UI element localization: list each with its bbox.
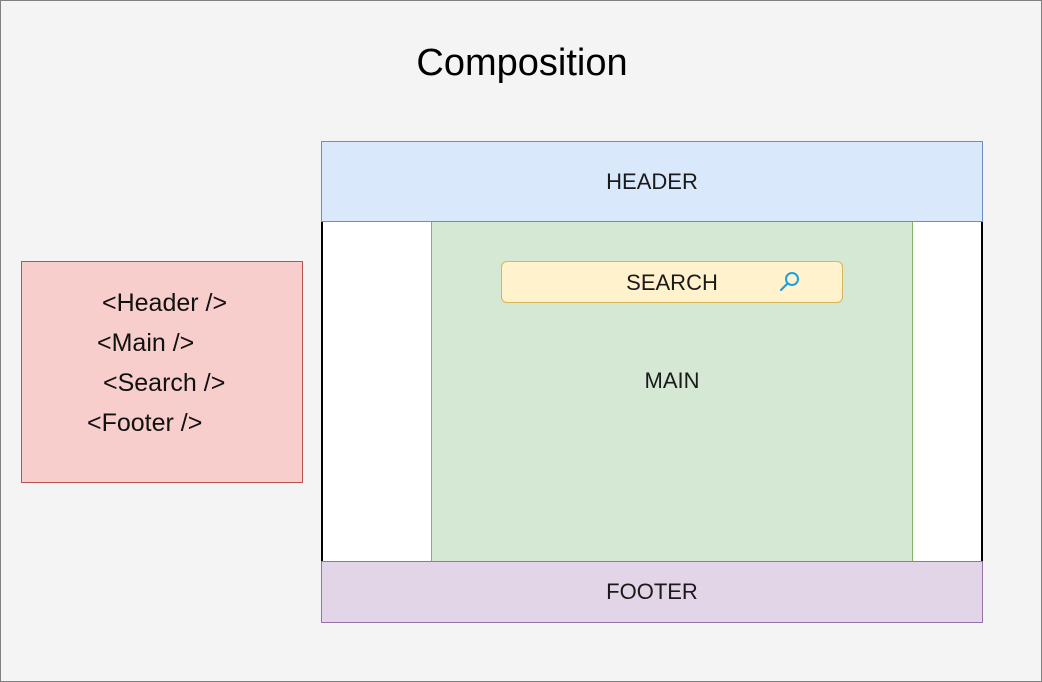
- footer-label: FOOTER: [606, 579, 698, 604]
- search-label: SEARCH: [626, 270, 718, 295]
- search-region: SEARCH: [501, 261, 843, 303]
- header-region: HEADER: [321, 141, 983, 222]
- main-label: MAIN: [644, 368, 700, 393]
- footer-region: FOOTER: [321, 561, 983, 623]
- component-header-label: <Header />: [102, 289, 228, 317]
- components-list-box: <Header /> <Main /> <Search /> <Footer /…: [21, 261, 303, 483]
- component-footer-label: <Footer />: [87, 409, 203, 437]
- component-main-label: <Main />: [97, 329, 195, 357]
- component-search-label: <Search />: [103, 369, 226, 397]
- diagram-title: Composition: [416, 42, 628, 84]
- search-icon: [779, 272, 799, 292]
- header-label: HEADER: [606, 168, 698, 194]
